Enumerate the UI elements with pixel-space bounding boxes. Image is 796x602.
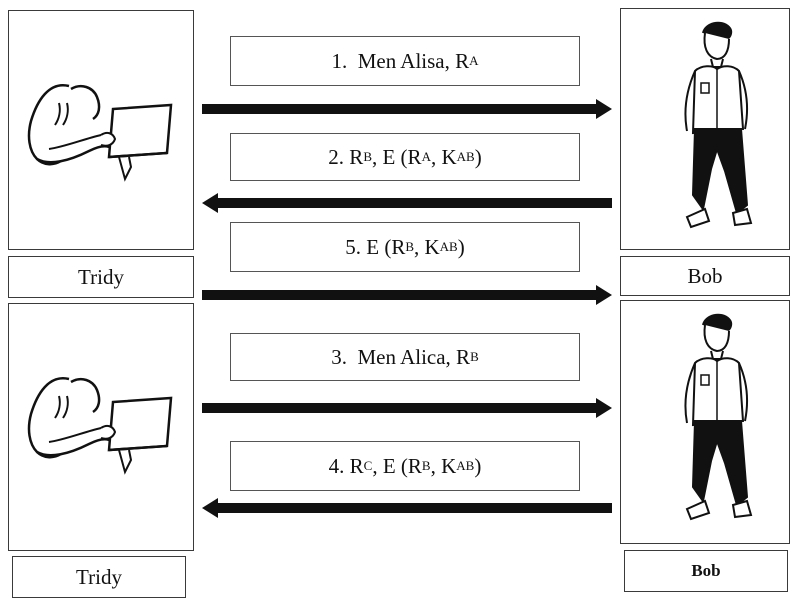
participant-label-bob: Bob <box>620 256 790 296</box>
arrow-left <box>202 193 612 213</box>
arrow-right <box>202 285 612 305</box>
message-part: , E (R <box>371 144 422 169</box>
participant-label-tridy: Tridy <box>8 256 194 298</box>
message-part: , K <box>414 234 440 259</box>
message-part: E (R <box>366 234 406 259</box>
arrow-right <box>202 398 612 418</box>
arrow-right <box>202 99 612 119</box>
standing-man-illustration <box>684 313 753 521</box>
message-step: 4. <box>328 453 345 478</box>
message-part: R <box>349 453 364 478</box>
message-step: 5. <box>345 234 361 259</box>
tridy-panel-bottom <box>8 303 194 551</box>
standing-man-illustration <box>684 21 753 229</box>
bob-panel-bottom <box>620 300 790 544</box>
tridy-panel-top <box>8 10 194 250</box>
person-laptop-illustration <box>27 376 173 475</box>
message-part: ) <box>474 144 482 169</box>
participant-label-bob: Bob <box>624 550 788 592</box>
bob-panel-top <box>620 8 790 250</box>
message-part: ) <box>474 453 482 478</box>
message-step: 2. <box>328 144 345 169</box>
message-part: ) <box>457 234 465 259</box>
participant-label-tridy: Tridy <box>12 556 186 598</box>
message-part: , E (R <box>372 453 422 478</box>
message-part: R <box>349 144 364 169</box>
person-laptop-illustration <box>27 83 173 182</box>
message-part: , K <box>430 144 457 169</box>
message-text: Men Alica, R <box>357 344 471 369</box>
message-part: , K <box>430 453 457 478</box>
message-step: 1. <box>331 48 348 73</box>
arrow-left <box>202 498 612 518</box>
message-text: Men Alisa, R <box>357 48 470 73</box>
message-step: 3. <box>331 344 347 369</box>
